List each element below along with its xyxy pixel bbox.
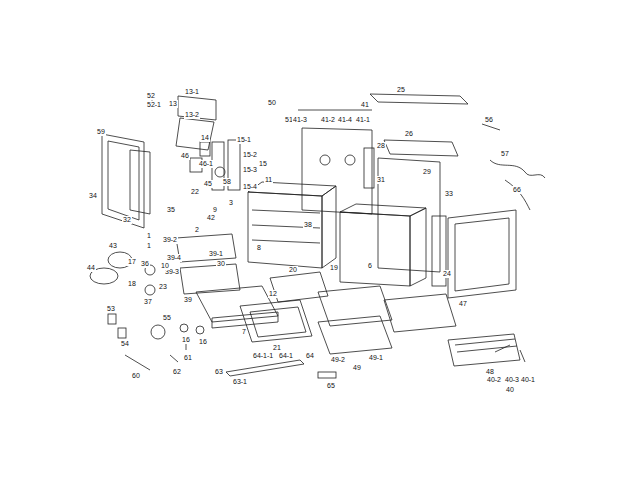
callout-number: 64-1-1 [252, 352, 274, 360]
callout-number: 2 [194, 226, 200, 234]
callout-number: 1 [146, 242, 152, 250]
callout-number: 41 [360, 101, 370, 109]
callout-number: 20 [288, 266, 298, 274]
callout-number: 15-1 [236, 136, 252, 144]
callout-number: 40-2 [486, 376, 502, 384]
callout-number: 39-2 [162, 236, 178, 244]
callout-number: 62 [172, 368, 182, 376]
callout-number: 57 [500, 150, 510, 158]
callout-number: 41-3 [292, 116, 308, 124]
callout-number: 56 [484, 116, 494, 124]
callout-number: 29 [422, 168, 432, 176]
callout-number: 40-3 [504, 376, 520, 384]
callout-number: 16 [181, 336, 191, 344]
callout-number: 24 [442, 270, 452, 278]
callout-number: 10 [160, 262, 170, 270]
callout-number: 39 [183, 296, 193, 304]
callout-number: 43 [108, 242, 118, 250]
callout-number: 3 [228, 199, 234, 207]
callout-number: 65 [326, 382, 336, 390]
callout-number: 37 [143, 298, 153, 306]
callout-number: 59 [96, 128, 106, 136]
callout-number: 46 [180, 152, 190, 160]
callout-number: 16 [198, 338, 208, 346]
callout-number: 30 [216, 260, 226, 268]
callout-number: 15-4 [242, 183, 258, 191]
callout-number: 49-2 [330, 356, 346, 364]
callout-number: 55 [162, 314, 172, 322]
callout-number: 49 [352, 364, 362, 372]
callout-number: 64 [305, 352, 315, 360]
callout-number: 54 [120, 340, 130, 348]
callout-number: 40 [505, 386, 515, 394]
callout-number: 39-1 [208, 250, 224, 258]
callout-number: 7 [241, 328, 247, 336]
callout-number: 41-4 [337, 116, 353, 124]
callout-number: 14 [200, 134, 210, 142]
oven-parts [90, 94, 545, 378]
callout-number: 32 [122, 216, 132, 224]
callout-number: 13 [168, 100, 178, 108]
callout-number: 19 [329, 264, 339, 272]
callout-number: 41-1 [355, 116, 371, 124]
callout-number: 48 [485, 368, 495, 376]
callout-number: 13-2 [184, 111, 200, 119]
callout-number: 44 [86, 264, 96, 272]
callout-number: 60 [131, 372, 141, 380]
callout-number: 35 [166, 206, 176, 214]
callout-number: 50 [267, 99, 277, 107]
callout-number: 21 [272, 344, 282, 352]
callout-number: 31 [376, 176, 386, 184]
callout-number: 41-2 [320, 116, 336, 124]
callout-number: 18 [127, 280, 137, 288]
callout-number: 33 [444, 190, 454, 198]
callout-number: 63-1 [232, 378, 248, 386]
callout-number: 15 [258, 160, 268, 168]
callout-number: 8 [256, 244, 262, 252]
callout-number: 66 [512, 186, 522, 194]
callout-number: 12 [268, 290, 278, 298]
callout-number: 61 [183, 354, 193, 362]
callout-number: 26 [404, 130, 414, 138]
callout-number: 52 [146, 92, 156, 100]
callout-number: 38 [303, 221, 313, 229]
callout-number: 36 [140, 260, 150, 268]
callout-number: 6 [367, 262, 373, 270]
callout-number: 42 [206, 214, 216, 222]
callout-number: 1 [146, 232, 152, 240]
callout-number: 22 [190, 188, 200, 196]
callout-number: 13-1 [184, 88, 200, 96]
callout-number: 45 [203, 180, 213, 188]
callout-number: 64-1 [278, 352, 294, 360]
callout-number: 52-1 [146, 101, 162, 109]
callout-number: 47 [458, 300, 468, 308]
callout-number: 15-2 [242, 151, 258, 159]
callout-number: 11 [264, 176, 273, 184]
callout-number: 40-1 [520, 376, 536, 384]
callout-number: 39-4 [166, 254, 182, 262]
callout-number: 25 [396, 86, 406, 94]
callout-number: 9 [212, 206, 218, 214]
callout-number: 15-3 [242, 166, 258, 174]
callout-number: 34 [88, 192, 98, 200]
callout-number: 49-1 [368, 354, 384, 362]
callout-number: 46-1 [198, 160, 214, 168]
callout-number: 53 [106, 305, 116, 313]
callout-number: 28 [376, 142, 386, 150]
callout-number: 17 [127, 258, 137, 266]
callout-number: 63 [214, 368, 224, 376]
callout-number: 23 [158, 283, 168, 291]
callout-number: 58 [222, 178, 232, 186]
